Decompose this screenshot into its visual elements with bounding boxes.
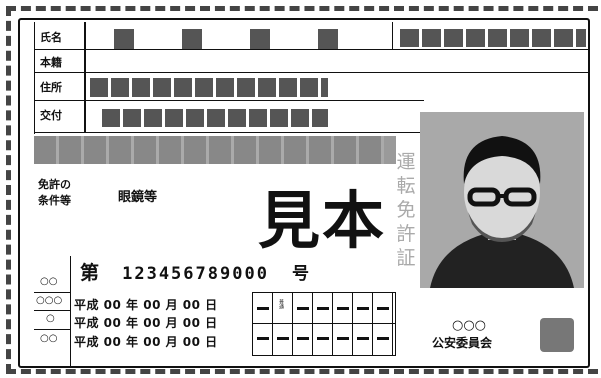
issued-label: 交付 <box>40 109 62 122</box>
birthdate-redaction <box>400 29 586 47</box>
number-suffix: 号 <box>292 264 310 284</box>
mark: ○○ <box>40 333 58 344</box>
number-value: 123456789000 <box>122 264 269 284</box>
redaction-block <box>318 29 338 49</box>
conditions-value: 眼鏡等 <box>118 190 158 205</box>
card-title-vertical: 運 転 免 許 証 <box>392 150 420 270</box>
address-label: 住所 <box>40 81 62 94</box>
conditions-label-2: 条件等 <box>38 194 71 207</box>
photo <box>420 112 584 288</box>
date-3: 平成 00 年 00 月 00 日 <box>74 335 218 349</box>
issuer-name: 公安委員会 <box>432 336 493 350</box>
issued-redaction <box>102 109 328 127</box>
card-outline <box>6 6 598 374</box>
issuer-circles: ○○○ <box>452 318 487 333</box>
date-2: 平成 00 年 00 月 00 日 <box>74 316 218 330</box>
title-char: 許 <box>396 223 416 245</box>
redaction-block <box>250 29 270 49</box>
domicile-label: 本籍 <box>40 56 62 69</box>
title-char: 免 <box>396 199 416 221</box>
title-char: 転 <box>396 175 416 197</box>
number-prefix: 第 <box>80 262 100 284</box>
conditions-label-1: 免許の <box>38 178 71 191</box>
title-char: 運 <box>396 151 416 173</box>
redaction-block <box>182 29 202 49</box>
license-number: 第 123456789000 号 <box>80 258 309 285</box>
sample-watermark: 見本 <box>258 184 387 257</box>
grid-cell-label: 普通 <box>278 299 284 309</box>
vehicle-category-grid: 普通 <box>252 292 396 356</box>
address-redaction <box>90 78 328 97</box>
mark: ○○○ <box>36 295 63 306</box>
name-label: 氏名 <box>40 31 62 44</box>
redaction-block <box>114 29 134 49</box>
mark: ○ <box>46 313 55 324</box>
portrait-image <box>430 136 574 288</box>
mark: ○○ <box>40 276 58 287</box>
expiry-band-redaction <box>34 136 384 164</box>
fields-table: 氏名 本籍 住所 交付 <box>34 22 590 134</box>
date-1: 平成 00 年 00 月 00 日 <box>74 298 218 312</box>
title-char: 証 <box>396 247 416 269</box>
official-seal <box>540 318 574 352</box>
